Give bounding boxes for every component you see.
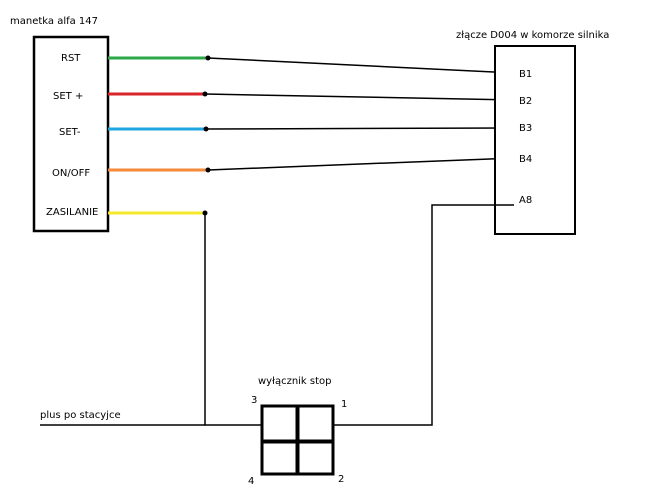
pin-label-on-off: ON/OFF (52, 168, 90, 179)
switch-terminal-1: 1 (341, 399, 347, 410)
pin-label-b2: B2 (519, 96, 532, 107)
pin-label-b1: B1 (519, 69, 532, 80)
pin-label-b3: B3 (519, 123, 532, 134)
wire-a8-to-switch (334, 204, 514, 426)
switch-title: wyłącznik stop (258, 376, 332, 387)
pin-label-set-minus: SET- (59, 127, 81, 138)
switch-terminal-3: 3 (251, 395, 257, 406)
right-connector-title: złącze D004 w komorze silnika (456, 30, 609, 41)
supply-label: plus po stacyjce (40, 410, 121, 421)
pin-label-zasilanie: ZASILANIE (46, 207, 98, 218)
brake-switch (260, 404, 335, 476)
switch-terminal-4: 4 (248, 476, 254, 487)
wire-set-minus-to-b3 (205, 127, 515, 130)
pin-label-a8: A8 (519, 195, 532, 206)
pin-label-rst: RST (61, 53, 81, 64)
wire-zasilanie-to-switch (204, 213, 266, 426)
pin-label-set-plus: SET + (53, 91, 83, 102)
wire-set-plus-to-b2 (204, 93, 515, 101)
switch-terminal-2: 2 (338, 474, 344, 485)
wire-on-off-to-b4 (207, 157, 515, 171)
wire-rst-to-b1 (207, 57, 515, 74)
left-connector-title: manetka alfa 147 (10, 16, 98, 27)
left-connector-box (32, 35, 110, 233)
pin-label-b4: B4 (519, 154, 532, 165)
right-connector-box (494, 45, 576, 235)
